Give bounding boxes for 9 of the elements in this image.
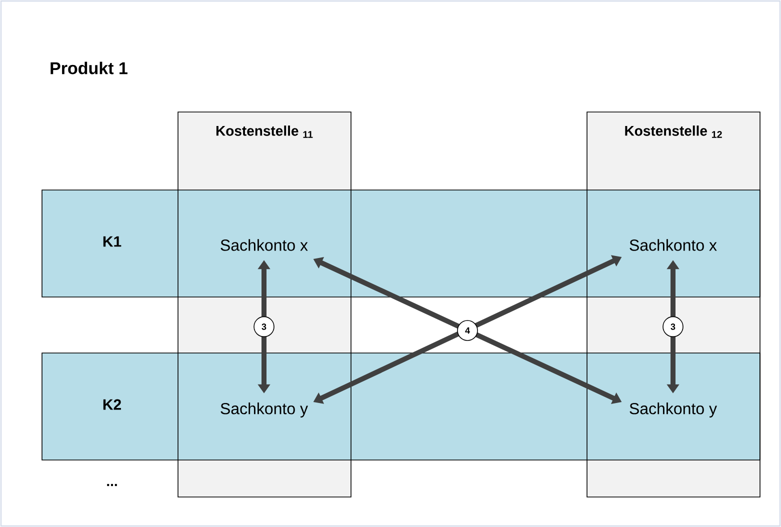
step-number: 4 bbox=[457, 320, 478, 341]
account-label: Sachkonto x bbox=[220, 239, 308, 251]
account-label: Sachkonto y bbox=[630, 402, 717, 418]
account-label: Sachkonto y bbox=[220, 402, 308, 418]
ellipsis: ... bbox=[107, 484, 117, 486]
title: Produkt 1 bbox=[50, 62, 128, 74]
account-label: Sachkonto x bbox=[630, 239, 717, 251]
step-number: 3 bbox=[662, 316, 684, 338]
step-number: 3 bbox=[254, 316, 274, 338]
